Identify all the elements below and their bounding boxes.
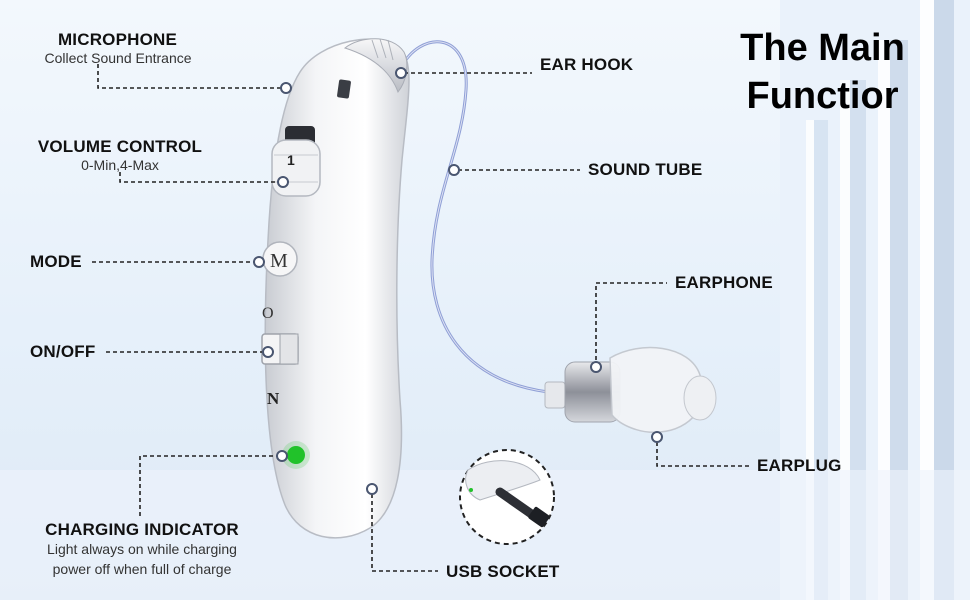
leader-earphone (595, 282, 667, 360)
label-ear-hook: EAR HOOK (540, 55, 634, 74)
dot-volume (277, 176, 289, 188)
dot-earplug (651, 431, 663, 443)
switch-off-letter: N (267, 389, 280, 408)
leader-earplug (656, 442, 750, 467)
dot-mode (253, 256, 265, 268)
microphone-slot (337, 79, 351, 99)
desc-microphone: Collect Sound Entrance (44, 50, 192, 66)
leader-microphone (97, 64, 282, 89)
title-line-2: Functior (746, 75, 899, 117)
mode-button-letter: M (270, 250, 288, 272)
dot-charging (276, 450, 288, 462)
page-title: The Main Functior (700, 24, 945, 120)
dot-soundtube (448, 164, 460, 176)
label-mode: MODE (30, 252, 82, 271)
leader-volume (119, 172, 279, 183)
leader-usb (371, 494, 438, 572)
dot-microphone (280, 82, 292, 94)
desc-charging-2: power off when full of charge (52, 561, 232, 577)
charging-led (287, 446, 305, 464)
label-earplug: EARPLUG (757, 456, 842, 475)
label-onoff: ON/OFF (30, 342, 96, 361)
dot-earhook (395, 67, 407, 79)
label-usb-socket: USB SOCKET (446, 562, 560, 581)
title-line-1: The Main (740, 27, 905, 69)
label-charging-indicator: CHARGING INDICATOR (45, 520, 239, 539)
volume-wheel-digit: 1 (287, 152, 295, 168)
label-earphone: EARPHONE (675, 273, 773, 292)
dot-usb (366, 483, 378, 495)
switch-on-letter: O (262, 305, 274, 322)
leader-charging (139, 455, 278, 516)
label-volume-control: VOLUME CONTROL (37, 137, 203, 156)
dot-onoff (262, 346, 274, 358)
desc-charging-1: Light always on while charging (47, 541, 237, 557)
desc-volume-control: 0-Min,4-Max (81, 157, 159, 173)
dot-earphone (590, 361, 602, 373)
label-sound-tube: SOUND TUBE (588, 160, 703, 179)
label-microphone: MICROPHONE (57, 30, 178, 49)
